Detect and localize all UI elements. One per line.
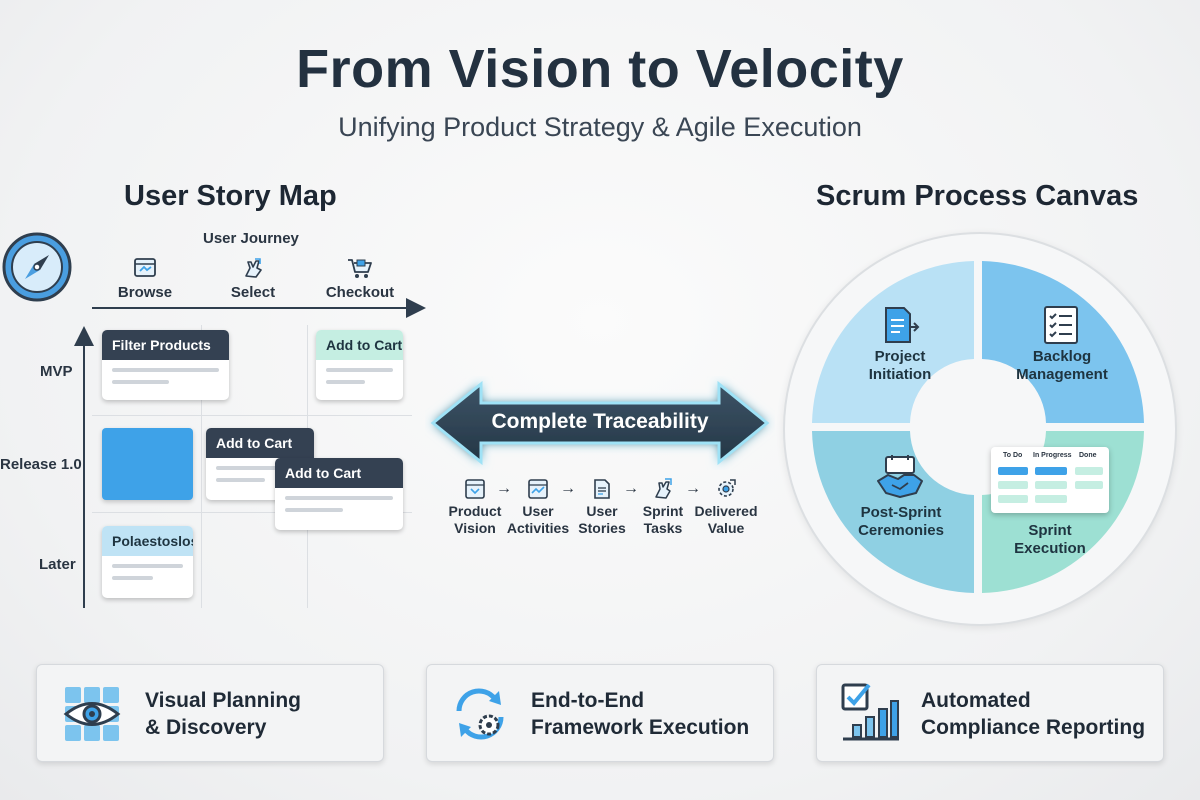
row-label-later: Later xyxy=(39,556,76,573)
board-card xyxy=(1035,467,1067,475)
card-line xyxy=(285,508,343,512)
card-line xyxy=(112,576,153,580)
board-card xyxy=(1035,481,1067,489)
flow-user-activities: User Activities xyxy=(506,477,570,537)
story-card-later[interactable]: Polaestoslos xyxy=(102,526,193,598)
eye-grid-icon xyxy=(63,687,121,741)
kanban-board-icon: To Do In Progress Done xyxy=(991,447,1109,513)
step-select: Select xyxy=(208,256,298,301)
row-label-release: Release 1.0 xyxy=(0,456,82,473)
step-checkout: Checkout xyxy=(315,256,405,301)
scrum-canvas-title: Scrum Process Canvas xyxy=(816,180,1139,212)
story-map-title: User Story Map xyxy=(124,180,337,212)
vision-document-icon xyxy=(465,479,485,499)
flow-arrow: → xyxy=(496,480,512,497)
quadrant-label: Sprint Execution xyxy=(1014,522,1086,557)
feature-label: End-to-End Framework Execution xyxy=(531,689,750,739)
compass-icon xyxy=(2,232,72,302)
grid-line xyxy=(92,512,412,513)
flow-user-stories: User Stories xyxy=(570,477,634,537)
card-line xyxy=(326,368,393,372)
grid-line xyxy=(201,325,202,608)
pointer-hand-icon xyxy=(245,258,262,278)
sprint-pointer-icon xyxy=(655,478,672,499)
browser-window-icon xyxy=(134,258,156,277)
board-card xyxy=(1075,481,1103,489)
flow-sprint-tasks: Sprint Tasks xyxy=(631,477,695,537)
user-journey-label: User Journey xyxy=(203,230,299,247)
checkbox-chart-icon xyxy=(841,683,899,741)
card-line xyxy=(112,564,183,568)
story-document-icon xyxy=(594,479,610,499)
feature-end-to-end[interactable]: End-to-End Framework Execution xyxy=(426,664,774,762)
grid-line xyxy=(92,415,412,416)
board-card xyxy=(998,467,1028,475)
checklist-icon xyxy=(1044,306,1078,344)
board-card xyxy=(1035,495,1067,503)
flow-product-vision: Product Vision xyxy=(443,477,507,537)
flow-arrow: → xyxy=(623,480,639,497)
shopping-cart-icon xyxy=(348,259,372,278)
card-line xyxy=(216,466,304,470)
story-card-filter-products[interactable]: Filter Products xyxy=(102,330,229,400)
feature-visual-planning[interactable]: Visual Planning & Discovery xyxy=(36,664,384,762)
quadrant-label: Backlog Management xyxy=(1016,348,1108,383)
step-label: Checkout xyxy=(325,284,395,301)
card-title: Add to Cart xyxy=(275,458,403,488)
board-column-header: Done xyxy=(1079,452,1097,459)
quadrant-post-sprint-ceremonies[interactable] xyxy=(812,431,974,593)
feature-label: Automated Compliance Reporting xyxy=(921,689,1146,739)
story-card-add-to-cart-mvp[interactable]: Add to Cart xyxy=(316,330,403,400)
feature-label: Visual Planning & Discovery xyxy=(145,689,301,739)
page-title: From Vision to Velocity xyxy=(296,39,904,99)
quadrant-label: Post-Sprint Ceremonies xyxy=(858,504,944,539)
page-subtitle: Unifying Product Strategy & Agile Execut… xyxy=(338,112,862,142)
board-card xyxy=(998,495,1028,503)
flow-label: User Activities xyxy=(506,503,570,536)
card-title: Add to Cart xyxy=(206,428,314,458)
step-browse: Browse xyxy=(100,256,190,301)
quadrant-label: Project Initiation xyxy=(868,348,932,383)
step-label: Browse xyxy=(117,284,173,301)
board-card xyxy=(998,481,1028,489)
value-gear-icon xyxy=(718,479,736,497)
card-line xyxy=(216,478,265,482)
activity-window-icon xyxy=(528,479,548,499)
card-title: Add to Cart xyxy=(316,330,403,360)
story-map-axes xyxy=(74,298,426,608)
initiation-document-icon xyxy=(885,307,920,343)
traceability-double-arrow xyxy=(430,380,770,466)
flow-label: User Stories xyxy=(578,503,626,536)
board-column-header: In Progress xyxy=(1033,452,1072,459)
traceability-label: Complete Traceability xyxy=(491,410,709,433)
card-line xyxy=(326,380,366,384)
feature-compliance[interactable]: Automated Compliance Reporting xyxy=(816,664,1164,762)
flow-label: Sprint Tasks xyxy=(642,503,684,536)
row-label-mvp: MVP xyxy=(40,363,73,380)
story-card-add-to-cart-front[interactable]: Add to Cart xyxy=(275,458,403,530)
flow-label: Product Vision xyxy=(448,503,502,536)
handshake-calendar-icon xyxy=(877,455,923,498)
board-column-header: To Do xyxy=(1003,452,1023,459)
flow-arrow: → xyxy=(560,480,576,497)
card-line xyxy=(112,380,170,384)
flow-arrow: → xyxy=(685,480,701,497)
flow-label: Delivered Value xyxy=(694,503,758,536)
flow-delivered-value: Delivered Value xyxy=(694,477,758,537)
step-label: Select xyxy=(230,284,276,301)
card-title: Polaestoslos xyxy=(102,526,193,556)
story-card-blue-block[interactable] xyxy=(102,428,193,500)
cycle-gear-icon xyxy=(456,688,504,740)
card-title: Filter Products xyxy=(102,330,229,360)
board-card xyxy=(1075,467,1103,475)
card-line xyxy=(285,496,393,500)
card-line xyxy=(112,368,219,372)
